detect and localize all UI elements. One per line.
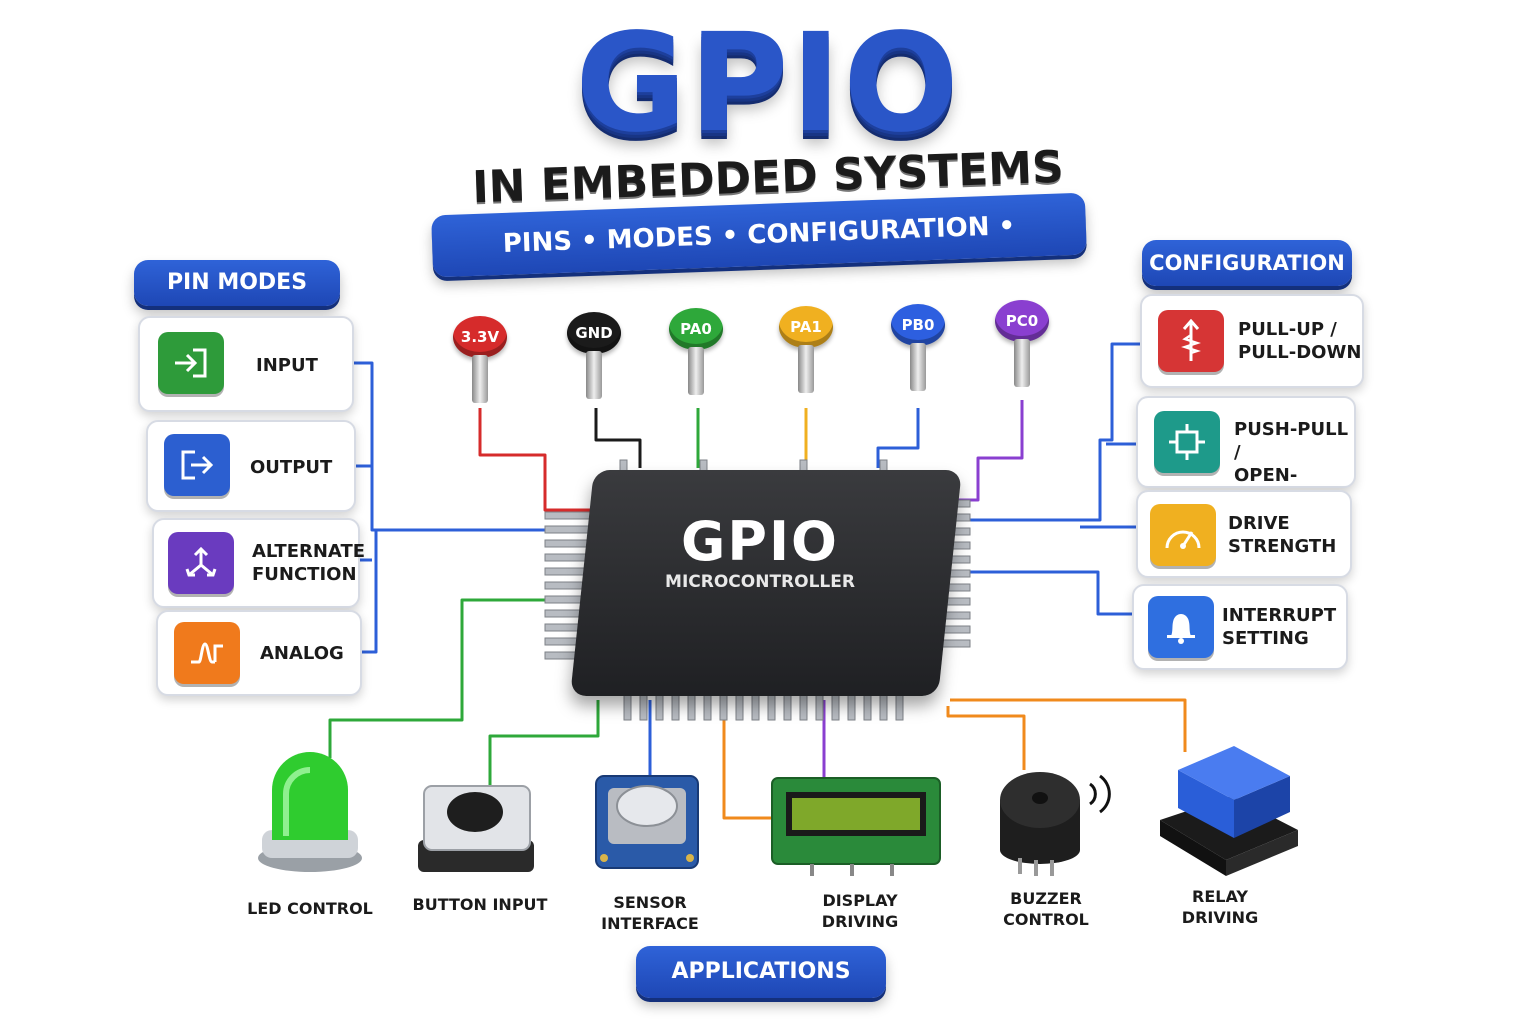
config-label-interrupt: INTERRUPT SETTING (1222, 605, 1337, 649)
wire-app-button (488, 700, 600, 790)
push-button-icon (418, 785, 534, 872)
config-card-pull[interactable]: PULL-UP / PULL-DOWN (1140, 294, 1364, 388)
pin-shaft (910, 343, 926, 391)
app-label-led: LED CONTROL (247, 899, 373, 918)
push-pull-icon (1154, 411, 1220, 473)
wire-pin-gnd (594, 408, 642, 468)
chip-subtitle: MICROCONTROLLER (665, 572, 855, 592)
pin-shaft (688, 347, 704, 395)
pin-label-3v3: 3.3V (453, 316, 507, 358)
wire-cfg-pull (960, 342, 1140, 522)
pin-pa1: PA1 (774, 306, 838, 393)
app-label-sensor: SENSOR INTERFACE (601, 893, 699, 933)
config-label-drive-strength: DRIVE STRENGTH (1228, 513, 1337, 557)
pin-label-gnd: GND (567, 312, 621, 354)
mode-card-input[interactable]: INPUT (138, 316, 354, 412)
config-card-interrupt[interactable]: INTERRUPT SETTING (1132, 584, 1348, 670)
pin-gnd: GND (562, 312, 626, 399)
app-label-display: DISPLAY DRIVING (821, 891, 899, 931)
output-icon (164, 434, 230, 496)
mode-label-analog: ANALOG (260, 643, 344, 664)
pull-up-down-icon (1158, 310, 1224, 372)
relay-icon (1160, 746, 1298, 876)
alternate-function-icon (168, 532, 234, 594)
pin-3v3: 3.3V (448, 316, 512, 403)
lcd-display-icon (771, 777, 941, 876)
input-icon (158, 332, 224, 394)
pin-pc0: PC0 (990, 300, 1054, 387)
mode-card-output[interactable]: OUTPUT (146, 420, 356, 512)
bell-icon (1148, 596, 1214, 658)
mode-label-output: OUTPUT (250, 457, 333, 478)
analog-icon (174, 622, 240, 684)
wire-app-led (328, 598, 548, 758)
config-card-drive-strength[interactable]: DRIVE STRENGTH (1136, 490, 1352, 578)
pin-shaft (798, 345, 814, 393)
wire-app-display-orange (722, 700, 772, 820)
pin-shaft (472, 355, 488, 403)
pin-label-pb0: PB0 (891, 304, 945, 346)
mode-card-alternate-function[interactable]: ALTERNATE FUNCTION (152, 518, 365, 608)
pin-pa0: PA0 (664, 308, 728, 395)
wire-app-buzzer (946, 706, 1026, 770)
mode-label-alternate-function: ALTERNATE FUNCTION (252, 541, 366, 585)
mode-card-analog[interactable]: ANALOG (156, 610, 362, 696)
gauge-icon (1150, 504, 1216, 566)
chip-title: GPIO (681, 510, 839, 573)
pin-shaft (1014, 339, 1030, 387)
applications-heading: APPLICATIONS (636, 946, 886, 998)
wire-mode-input (352, 361, 545, 532)
wire-pin-3v3 (478, 408, 590, 512)
pin-label-pa1: PA1 (779, 306, 833, 348)
app-label-relay: RELAY DRIVING (1181, 887, 1259, 927)
configuration-heading: CONFIGURATION (1142, 240, 1352, 286)
app-label-buzzer: BUZZER CONTROL (1003, 889, 1089, 929)
page-title: GPIO (575, 5, 961, 163)
chip-legs-left (544, 511, 592, 660)
wire-cfg-interrupt (960, 570, 1132, 616)
app-label-button: BUTTON INPUT (412, 895, 548, 914)
pin-label-pa0: PA0 (669, 308, 723, 350)
pin-shaft (586, 351, 602, 399)
pin-modes-heading: PIN MODES (134, 260, 340, 306)
buzzer-icon (1000, 772, 1111, 876)
pin-label-pc0: PC0 (995, 300, 1049, 342)
pin-pb0: PB0 (886, 304, 950, 391)
wire-pin-pb0 (876, 408, 920, 468)
mode-label-input: INPUT (256, 355, 318, 376)
sensor-icon (595, 775, 699, 869)
led-icon (258, 752, 362, 872)
config-label-pull: PULL-UP / PULL-DOWN (1238, 319, 1362, 363)
wire-mode-analog (358, 530, 378, 654)
config-card-push-pull[interactable]: PUSH-PULL / OPEN-DRAIN (1136, 396, 1356, 509)
wire-app-relay (950, 698, 1187, 752)
